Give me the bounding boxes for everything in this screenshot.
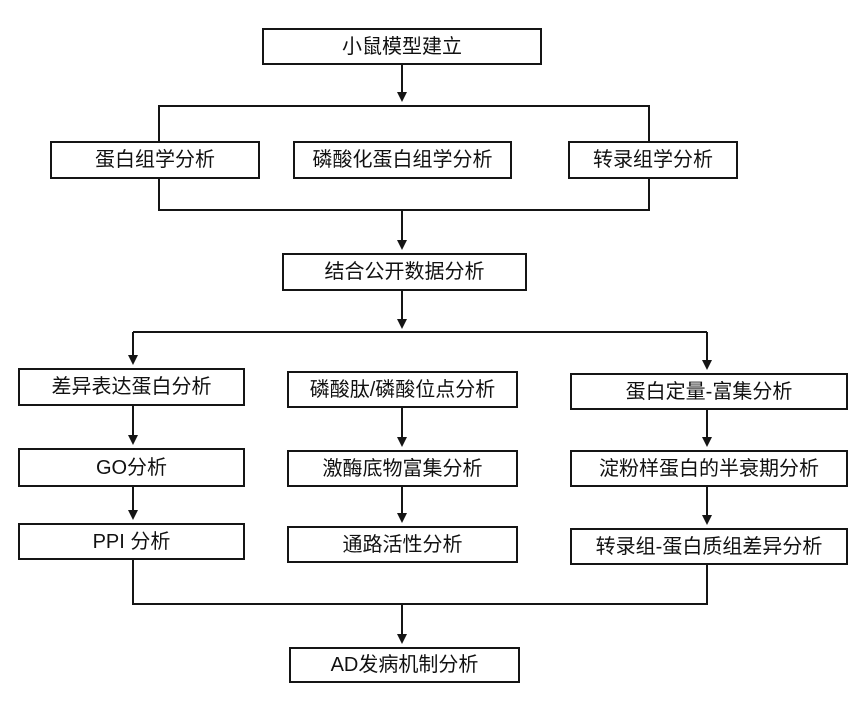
node-transcriptome-proteome-diff: 转录组-蛋白质组差异分析 [570, 528, 848, 565]
node-phosphoproteomics: 磷酸化蛋白组学分析 [293, 141, 512, 179]
node-pathway-activity: 通路活性分析 [287, 526, 518, 563]
node-phosphopeptide: 磷酸肽/磷酸位点分析 [287, 371, 518, 408]
node-protein-quant: 蛋白定量-富集分析 [570, 373, 848, 410]
node-kinase-substrate: 激酶底物富集分析 [287, 450, 518, 487]
node-dep-analysis: 差异表达蛋白分析 [18, 368, 245, 406]
node-amyloid-halflife: 淀粉样蛋白的半衰期分析 [570, 450, 848, 487]
node-public-data: 结合公开数据分析 [282, 253, 527, 291]
node-mouse-model: 小鼠模型建立 [262, 28, 542, 65]
node-ppi-analysis: PPI 分析 [18, 523, 245, 560]
node-ad-mechanism: AD发病机制分析 [289, 647, 520, 683]
node-go-analysis: GO分析 [18, 448, 245, 487]
node-proteomics: 蛋白组学分析 [50, 141, 260, 179]
node-transcriptomics: 转录组学分析 [568, 141, 738, 179]
